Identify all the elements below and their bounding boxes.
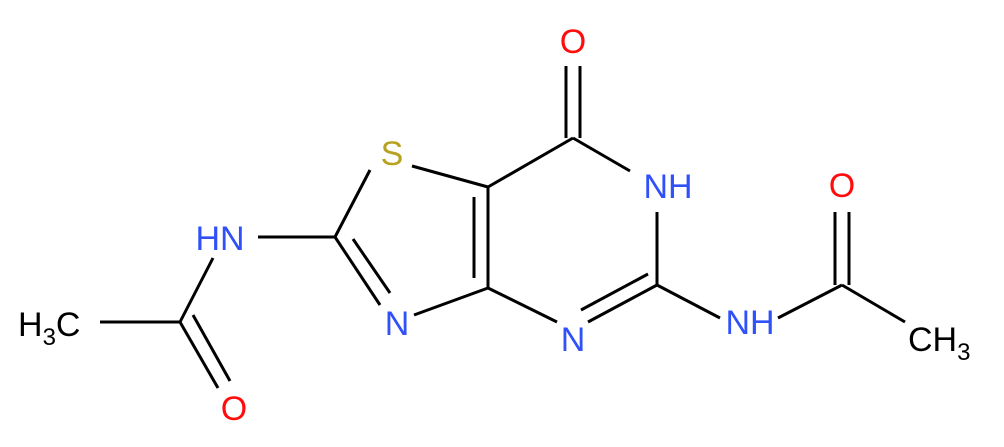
bond-s-c2 [333, 169, 372, 238]
bond-c7-c7a [487, 136, 574, 189]
bond-n3-c3a [413, 286, 489, 317]
atom-nh-ring: NH [643, 168, 692, 206]
bond-c7a-s [411, 164, 489, 189]
bond-hn-left-c [178, 257, 215, 323]
atom-labels: O S NH HN N N NH O O H3C CH3 [18, 23, 970, 428]
bond-c5-nh-right [656, 283, 721, 320]
ch3-right-ch: CH [908, 321, 957, 359]
ch3-left-subscript: 3 [43, 324, 56, 351]
atom-o-acetyl-left: O [221, 390, 247, 428]
bond-c7-n6 [572, 136, 631, 173]
bond-c3a-n4 [487, 286, 558, 324]
bond-c2-n3-b [351, 238, 392, 294]
bonds [100, 66, 906, 389]
atom-o-acetyl-right: O [829, 167, 855, 205]
atom-n-pyrimidine: N [561, 321, 586, 359]
bond-n4-c5-b [580, 272, 649, 312]
bond-n4-c5-a [587, 283, 658, 324]
bond-c-o-left-a [178, 321, 220, 389]
ch3-left-c: C [56, 306, 81, 344]
atom-ch3-right: CH3 [908, 321, 970, 366]
atom-hn-left: HN [195, 220, 244, 258]
ch3-right-subscript: 3 [957, 339, 970, 366]
atom-ch3-left: H3C [18, 306, 80, 351]
bond-c2-n3-a [333, 236, 382, 306]
ch3-left-h: H [18, 306, 43, 344]
bond-c-o-left-b [191, 314, 232, 382]
atom-o-carbonyl-top: O [560, 23, 586, 61]
atom-n-thiazole: N [385, 305, 410, 343]
atom-nh-right: NH [725, 304, 774, 342]
bond-c-ch3-right [841, 283, 906, 324]
atom-s-thiazole: S [381, 135, 404, 173]
bond-nh-right-c [777, 283, 843, 320]
